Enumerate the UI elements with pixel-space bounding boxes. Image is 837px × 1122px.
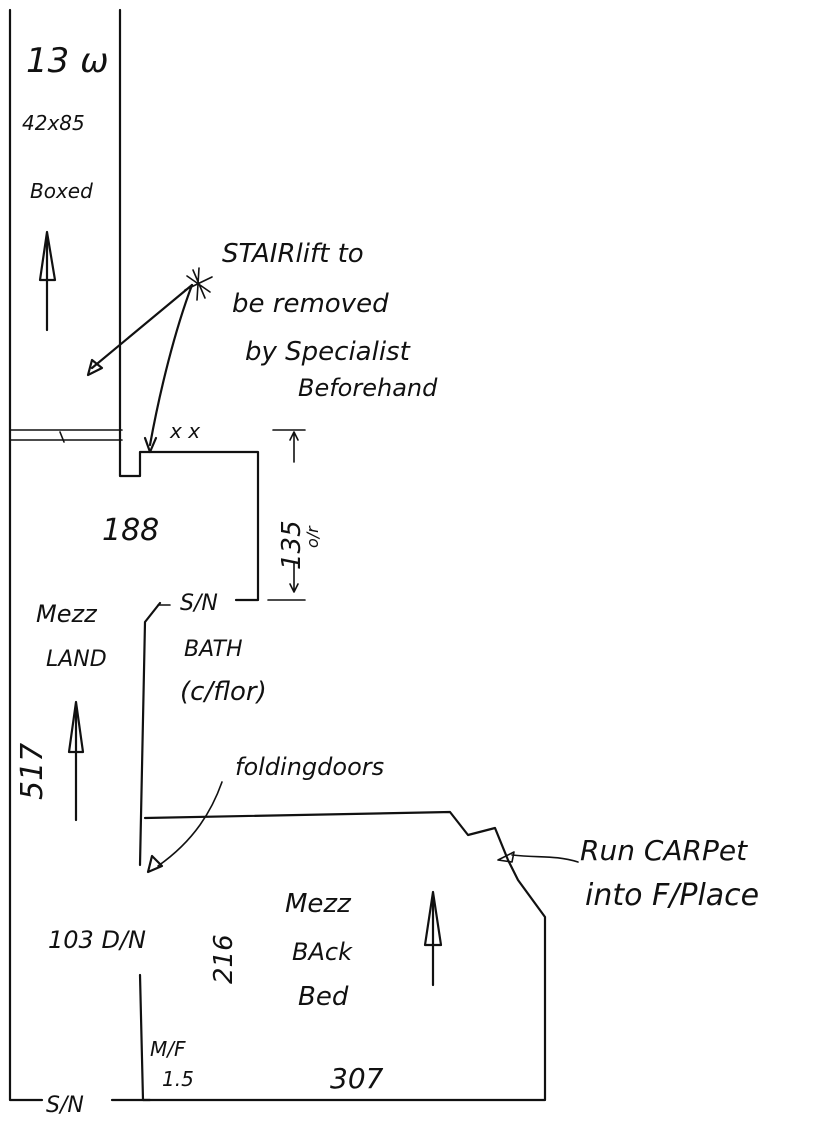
staircase-outline bbox=[8, 8, 260, 602]
carpet-note-line-1: Run CARPet bbox=[580, 834, 748, 867]
mezz-land-label-1: Mezz bbox=[36, 600, 98, 628]
mezz-land-label-2: LAND bbox=[46, 647, 107, 672]
stairlift-note-line-4: Beforehand bbox=[298, 374, 438, 402]
back-bedroom-outline bbox=[138, 810, 547, 1102]
bed-width-label: 307 bbox=[330, 1062, 384, 1095]
bath-depth-note: o/r bbox=[303, 525, 322, 548]
stairlift-note-line-3: by Specialist bbox=[245, 337, 411, 367]
bath-label-2: (c/flor) bbox=[180, 677, 267, 707]
door-width-label: 103 D/N bbox=[48, 926, 146, 954]
landing-width-label: 188 bbox=[102, 513, 159, 548]
stairlift-note-line-2: be removed bbox=[232, 289, 389, 319]
stair-up-arrow bbox=[38, 230, 57, 332]
mf-label-1: M/F bbox=[150, 1037, 186, 1061]
bath-dimension-marker bbox=[267, 429, 306, 601]
sn-top-label: S/N bbox=[180, 591, 218, 616]
stair-width-label: 13 ω bbox=[26, 41, 109, 81]
bath-depth-label: 135 bbox=[277, 520, 307, 570]
back-bed-label-1: Mezz bbox=[285, 889, 352, 919]
back-bed-label-3: Bed bbox=[298, 982, 349, 1012]
stairlift-pointer-arrows bbox=[86, 267, 213, 454]
carpet-pointer bbox=[497, 851, 579, 863]
bed-depth-label: 216 bbox=[209, 934, 239, 984]
bedroom-direction-arrow bbox=[423, 890, 443, 987]
mf-label-2: 1.5 bbox=[162, 1067, 194, 1091]
sn-bottom-label: S/N bbox=[46, 1093, 84, 1118]
bath-label-1: BATH bbox=[184, 637, 243, 662]
stair-size-label: 42x85 bbox=[22, 111, 85, 135]
landing-length-label: 517 bbox=[15, 743, 50, 800]
landing-direction-arrow bbox=[67, 700, 85, 822]
stairlift-note-line-1: STAIRlift to bbox=[222, 239, 364, 269]
folding-doors-label: foldingdoors bbox=[235, 753, 384, 781]
stair-boxed-label: Boxed bbox=[30, 179, 93, 203]
cross-marks: x x bbox=[169, 419, 200, 443]
back-bed-label-2: BAck bbox=[292, 938, 353, 966]
landing-inner-wall bbox=[138, 601, 171, 867]
carpet-note-line-2: into F/Place bbox=[585, 878, 759, 913]
folding-doors-pointer bbox=[146, 781, 223, 874]
